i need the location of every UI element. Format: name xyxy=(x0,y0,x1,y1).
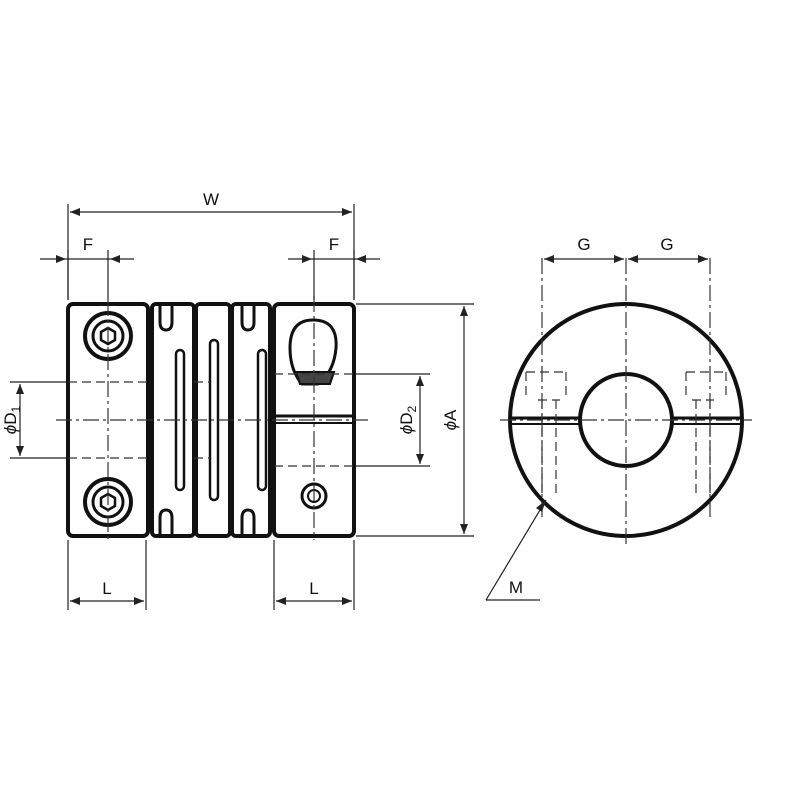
bottom-slit-1 xyxy=(158,508,174,536)
label-W: W xyxy=(203,190,219,209)
side-view xyxy=(56,296,368,540)
top-slit-1 xyxy=(158,304,174,332)
label-M: M xyxy=(509,578,523,597)
label-L-right: L xyxy=(309,579,318,598)
leader-M: M xyxy=(485,499,547,601)
dimension-L-left: L xyxy=(67,540,147,610)
dimension-D1: ϕD1 xyxy=(1,381,66,459)
dimension-G-left: G xyxy=(544,235,624,263)
screw-hole-top-right xyxy=(288,318,338,386)
dimension-W: W xyxy=(67,190,355,300)
label-L-left: L xyxy=(102,579,111,598)
dimension-F-right: F xyxy=(288,235,380,300)
dimension-F-left: F xyxy=(40,235,134,300)
top-slit-2 xyxy=(240,304,256,332)
label-F-left: F xyxy=(83,235,93,254)
label-G-right: G xyxy=(660,235,673,254)
label-F-right: F xyxy=(329,235,339,254)
dimension-D2: ϕD2 xyxy=(356,373,430,467)
end-view xyxy=(500,258,752,548)
label-D2: ϕD2 xyxy=(397,405,419,434)
label-A: ϕA xyxy=(441,409,460,430)
dimension-G-right: G xyxy=(628,235,708,263)
label-D1: ϕD1 xyxy=(1,405,23,434)
dimension-L-right: L xyxy=(273,540,355,610)
label-G-left: G xyxy=(577,235,590,254)
bottom-slit-2 xyxy=(240,508,256,536)
dimension-A: ϕA xyxy=(356,303,474,537)
